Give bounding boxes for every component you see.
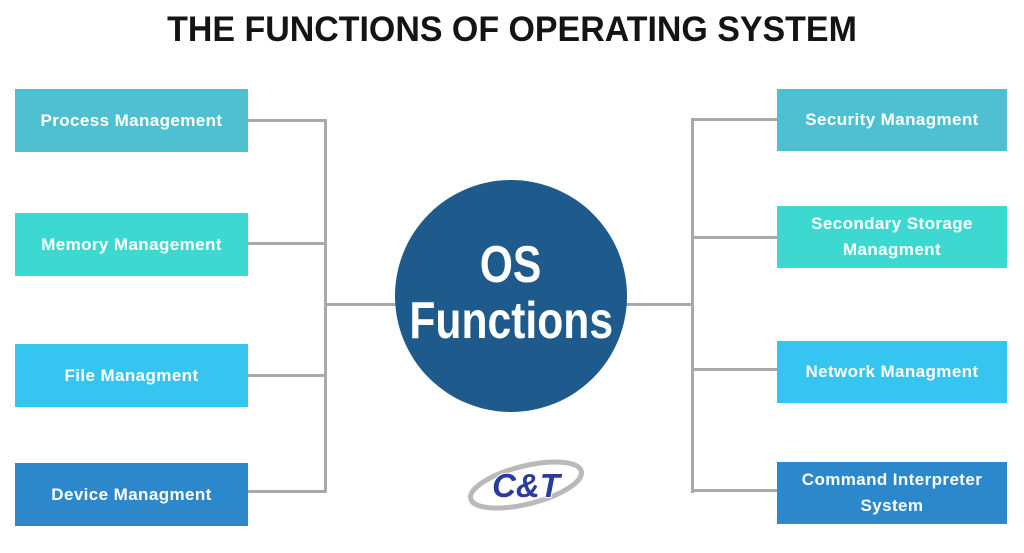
left-connector-process: [248, 119, 327, 122]
function-box-label: Command Interpreter System: [801, 470, 983, 515]
left-connector-device: [248, 490, 327, 493]
function-box-label: Secondary Storage Managment: [811, 214, 973, 259]
function-box-label: Memory Management: [41, 234, 222, 254]
right-connector-network: [691, 368, 777, 371]
ct-logo-text: C&T: [492, 467, 563, 504]
right-connector-command: [691, 489, 777, 492]
left-connector-memory: [248, 242, 327, 245]
ct-logo-swoosh: [468, 459, 584, 511]
function-box-security-management: Security Managment: [777, 89, 1007, 151]
function-box-file-management: File Managment: [15, 344, 248, 407]
function-box-command-interpreter-system: Command Interpreter System: [777, 462, 1007, 524]
ct-logo: C&T: [468, 459, 584, 511]
function-box-device-management: Device Managment: [15, 463, 248, 526]
os-functions-node: OS Functions: [395, 180, 627, 412]
function-box-network-management: Network Managment: [777, 341, 1007, 403]
left-connector-file: [248, 374, 327, 377]
diagram-title: THE FUNCTIONS OF OPERATING SYSTEM: [167, 10, 857, 49]
right-connector-security: [691, 118, 777, 121]
function-box-label: Device Managment: [51, 484, 212, 504]
function-box-label: Process Management: [40, 110, 223, 130]
function-box-memory-management: Memory Management: [15, 213, 248, 276]
function-box-label: Network Managment: [805, 362, 979, 381]
os-functions-line2: Functions: [409, 292, 613, 350]
function-box-label: Security Managment: [805, 110, 979, 129]
function-box-process-management: Process Management: [15, 89, 248, 152]
right-connector-storage: [691, 236, 777, 239]
function-box-label: File Managment: [64, 365, 199, 385]
left-vertical-connector: [324, 119, 327, 493]
function-box-secondary-storage-management: Secondary Storage Managment: [777, 206, 1007, 268]
os-functions-line1: OS: [480, 236, 542, 294]
